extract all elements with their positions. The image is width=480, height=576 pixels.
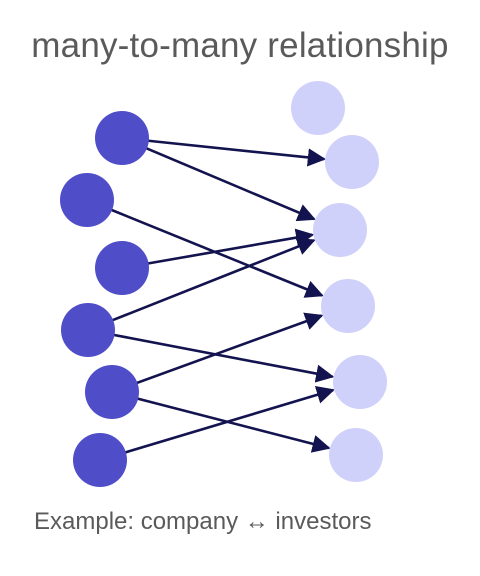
- node-layer: [60, 81, 387, 487]
- left-node-l5: [85, 365, 139, 419]
- page-title: many-to-many relationship: [31, 26, 449, 65]
- right-node-r3: [321, 279, 375, 333]
- right-node-r1: [325, 135, 379, 189]
- left-node-l3: [95, 241, 149, 295]
- edge-l4-r2: [109, 237, 316, 323]
- edge-l3-r2: [145, 228, 315, 266]
- example-caption: Example: company ↔ investors: [34, 508, 372, 535]
- edge-l5-r5: [134, 396, 331, 453]
- edge-l6-r4: [122, 385, 335, 455]
- right-node-r5: [329, 428, 383, 482]
- left-node-l4: [61, 303, 115, 357]
- right-node-r2: [313, 203, 367, 257]
- edge-l1-r2: [143, 146, 316, 222]
- right-node-r0: [291, 81, 345, 135]
- edge-l5-r3: [134, 312, 324, 386]
- left-node-l6: [73, 433, 127, 487]
- right-node-r4: [333, 355, 387, 409]
- edge-l4-r4: [111, 333, 335, 383]
- edge-l1-r1: [145, 139, 327, 167]
- edge-layer: [108, 139, 335, 455]
- left-node-l2: [60, 173, 114, 227]
- left-node-l1: [95, 111, 149, 165]
